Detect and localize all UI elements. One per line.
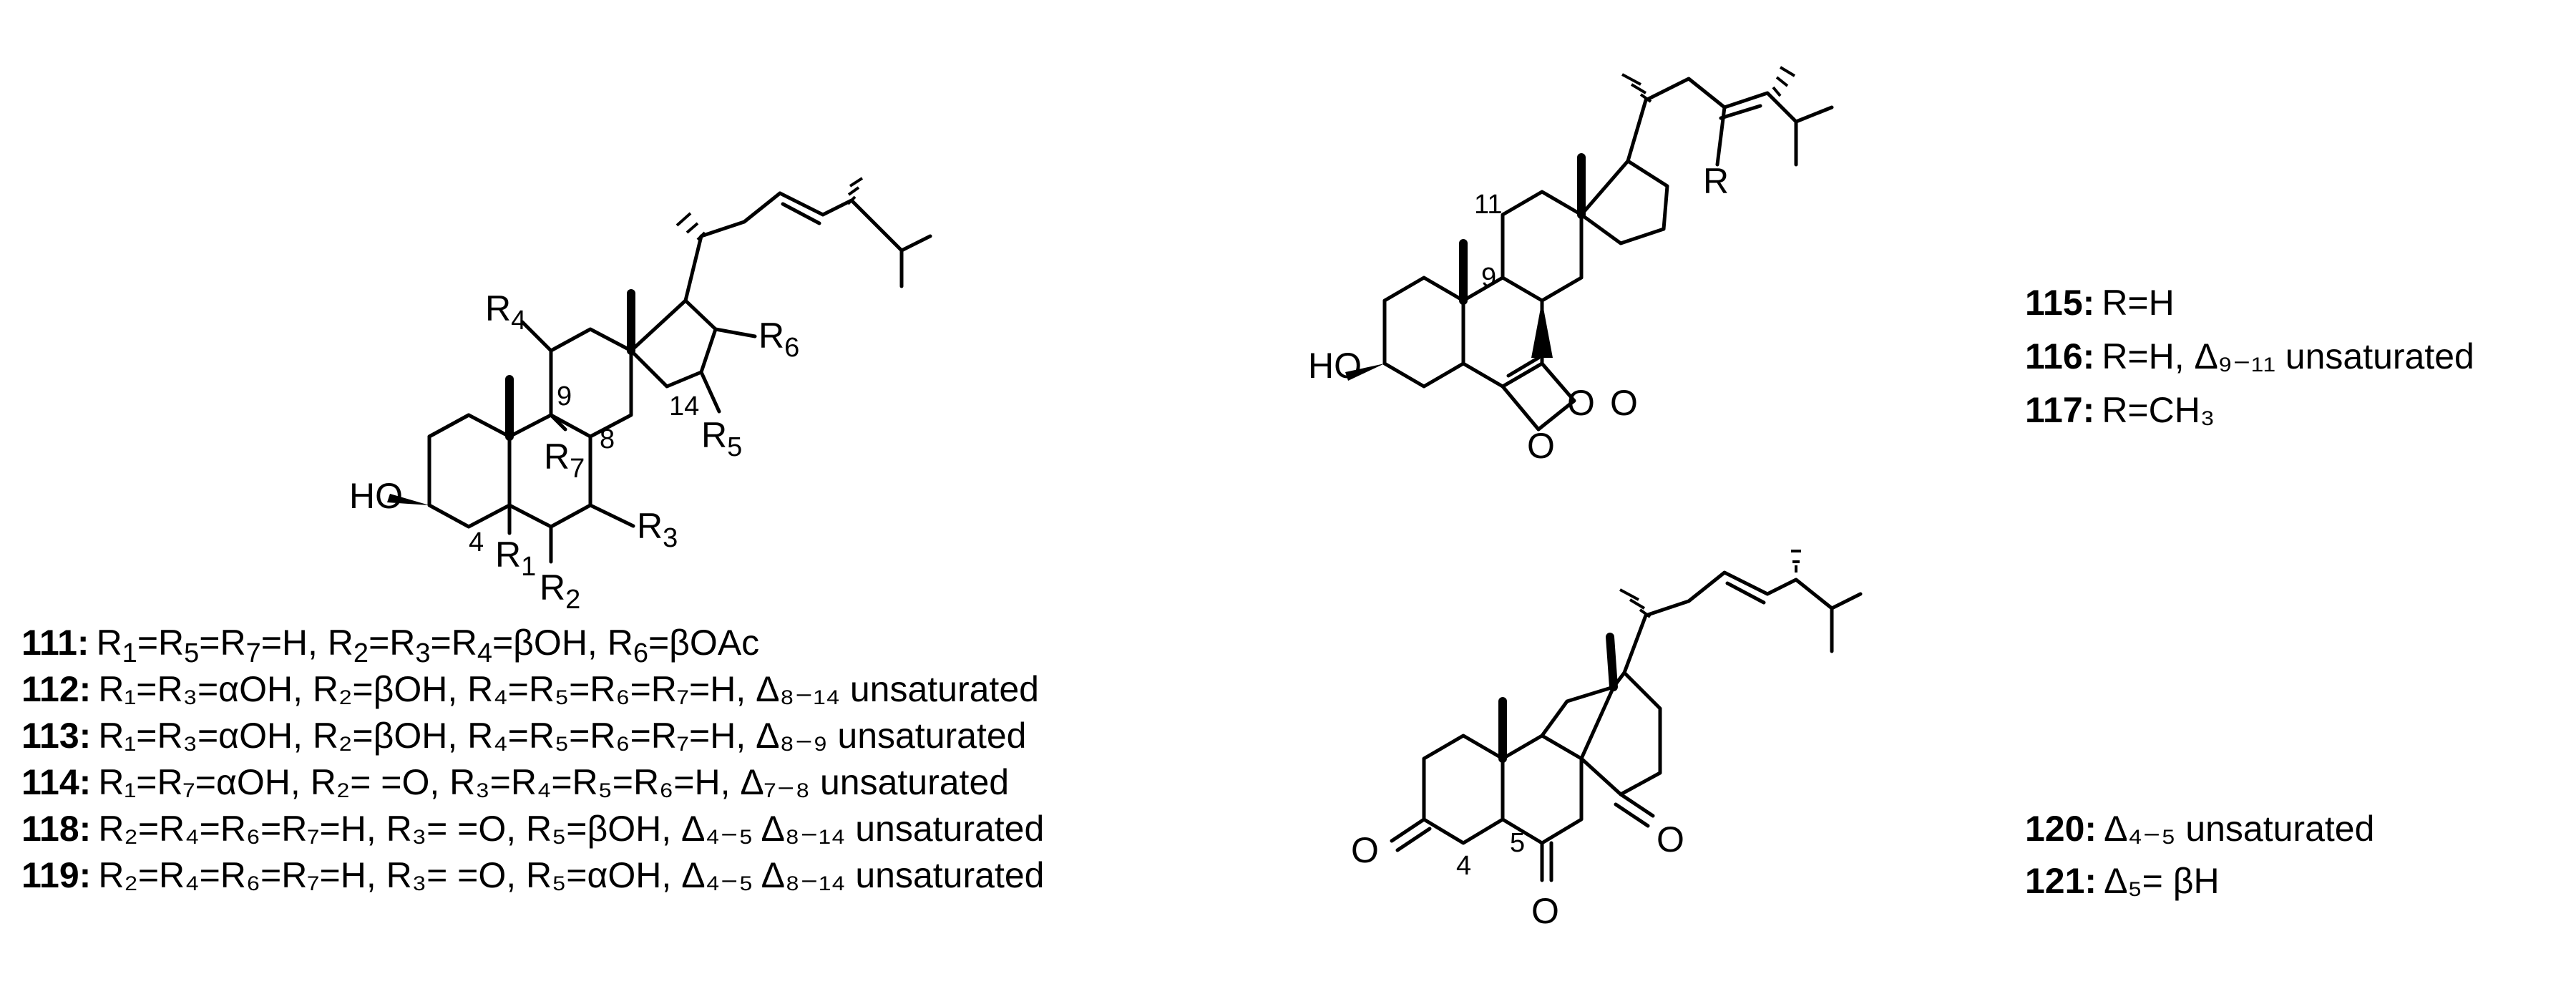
- label-ho-b: HO: [1308, 346, 1362, 386]
- label-c14-a: 14: [669, 391, 699, 422]
- caption-115: 115:R=H: [2025, 283, 2175, 323]
- caption-114: 114:R₁=R₇=αOH, R₂= =O, R₃=R₄=R₅=R₆=H, Δ₇…: [21, 762, 1009, 802]
- captions-b: 115:R=H 116:R=H, Δ₉₋₁₁ unsaturated 117:R…: [2025, 283, 2474, 430]
- label-c11-b: 11: [1474, 190, 1502, 220]
- label-o3-c: O: [1657, 819, 1684, 859]
- label-c4-c: 4: [1456, 851, 1471, 881]
- label-r5: R5: [701, 415, 742, 462]
- caption-120: 120:Δ₄₋₅ unsaturated: [2025, 809, 2374, 849]
- label-ho-a: HO: [349, 476, 403, 516]
- label-r3: R3: [637, 506, 678, 553]
- label-o3-b: O: [1610, 383, 1638, 423]
- label-r-b: R: [1703, 161, 1729, 201]
- caption-119: 119:R₂=R₄=R₆=R₇=H, R₃= =O, R₅=αOH, Δ₄₋₅ …: [21, 855, 1044, 895]
- caption-118: 118:R₂=R₄=R₆=R₇=H, R₃= =O, R₅=βOH, Δ₄₋₅ …: [21, 809, 1044, 849]
- caption-121: 121:Δ₅= βH: [2025, 861, 2220, 901]
- label-r4: R4: [485, 288, 526, 336]
- label-r2: R2: [540, 567, 580, 615]
- label-c5-c: 5: [1510, 828, 1525, 858]
- structure-a: HO 4 9 8 14 R1 R2 R3 R4 R5 R6 R7: [349, 177, 932, 615]
- structure-c: O O O 4 5: [1351, 550, 1863, 931]
- label-o2-b: O: [1527, 426, 1555, 466]
- caption-113: 113:R₁=R₃=αOH, R₂=βOH, R₄=R₅=R₆=R₇=H, Δ₈…: [21, 716, 1026, 756]
- label-o1-b: O: [1567, 383, 1595, 423]
- label-r1: R1: [495, 535, 536, 582]
- label-o2-c: O: [1531, 891, 1559, 931]
- caption-116: 116:R=H, Δ₉₋₁₁ unsaturated: [2025, 336, 2474, 376]
- caption-111: 111:R1=R5=R7=H, R2=R3=R4=βOH, R6=βOAc: [21, 623, 759, 668]
- caption-112: 112:R₁=R₃=αOH, R₂=βOH, R₄=R₅=R₆=R₇=H, Δ₈…: [21, 669, 1039, 709]
- label-r6: R6: [758, 316, 799, 363]
- captions-c: 120:Δ₄₋₅ unsaturated 121:Δ₅= βH: [2025, 809, 2374, 901]
- label-r7: R7: [544, 437, 585, 484]
- label-c9-b: 9: [1481, 263, 1496, 293]
- captions-a: 111:R1=R5=R7=H, R2=R3=R4=βOH, R6=βOAc 11…: [21, 623, 1044, 895]
- label-c8-a: 8: [600, 424, 615, 454]
- label-c9-a: 9: [557, 381, 572, 411]
- label-o1-c: O: [1351, 830, 1379, 870]
- caption-117: 117:R=CH₃: [2025, 390, 2215, 430]
- structure-b: HO 11 9 O O O R: [1308, 66, 1834, 466]
- label-c4-a: 4: [469, 527, 484, 557]
